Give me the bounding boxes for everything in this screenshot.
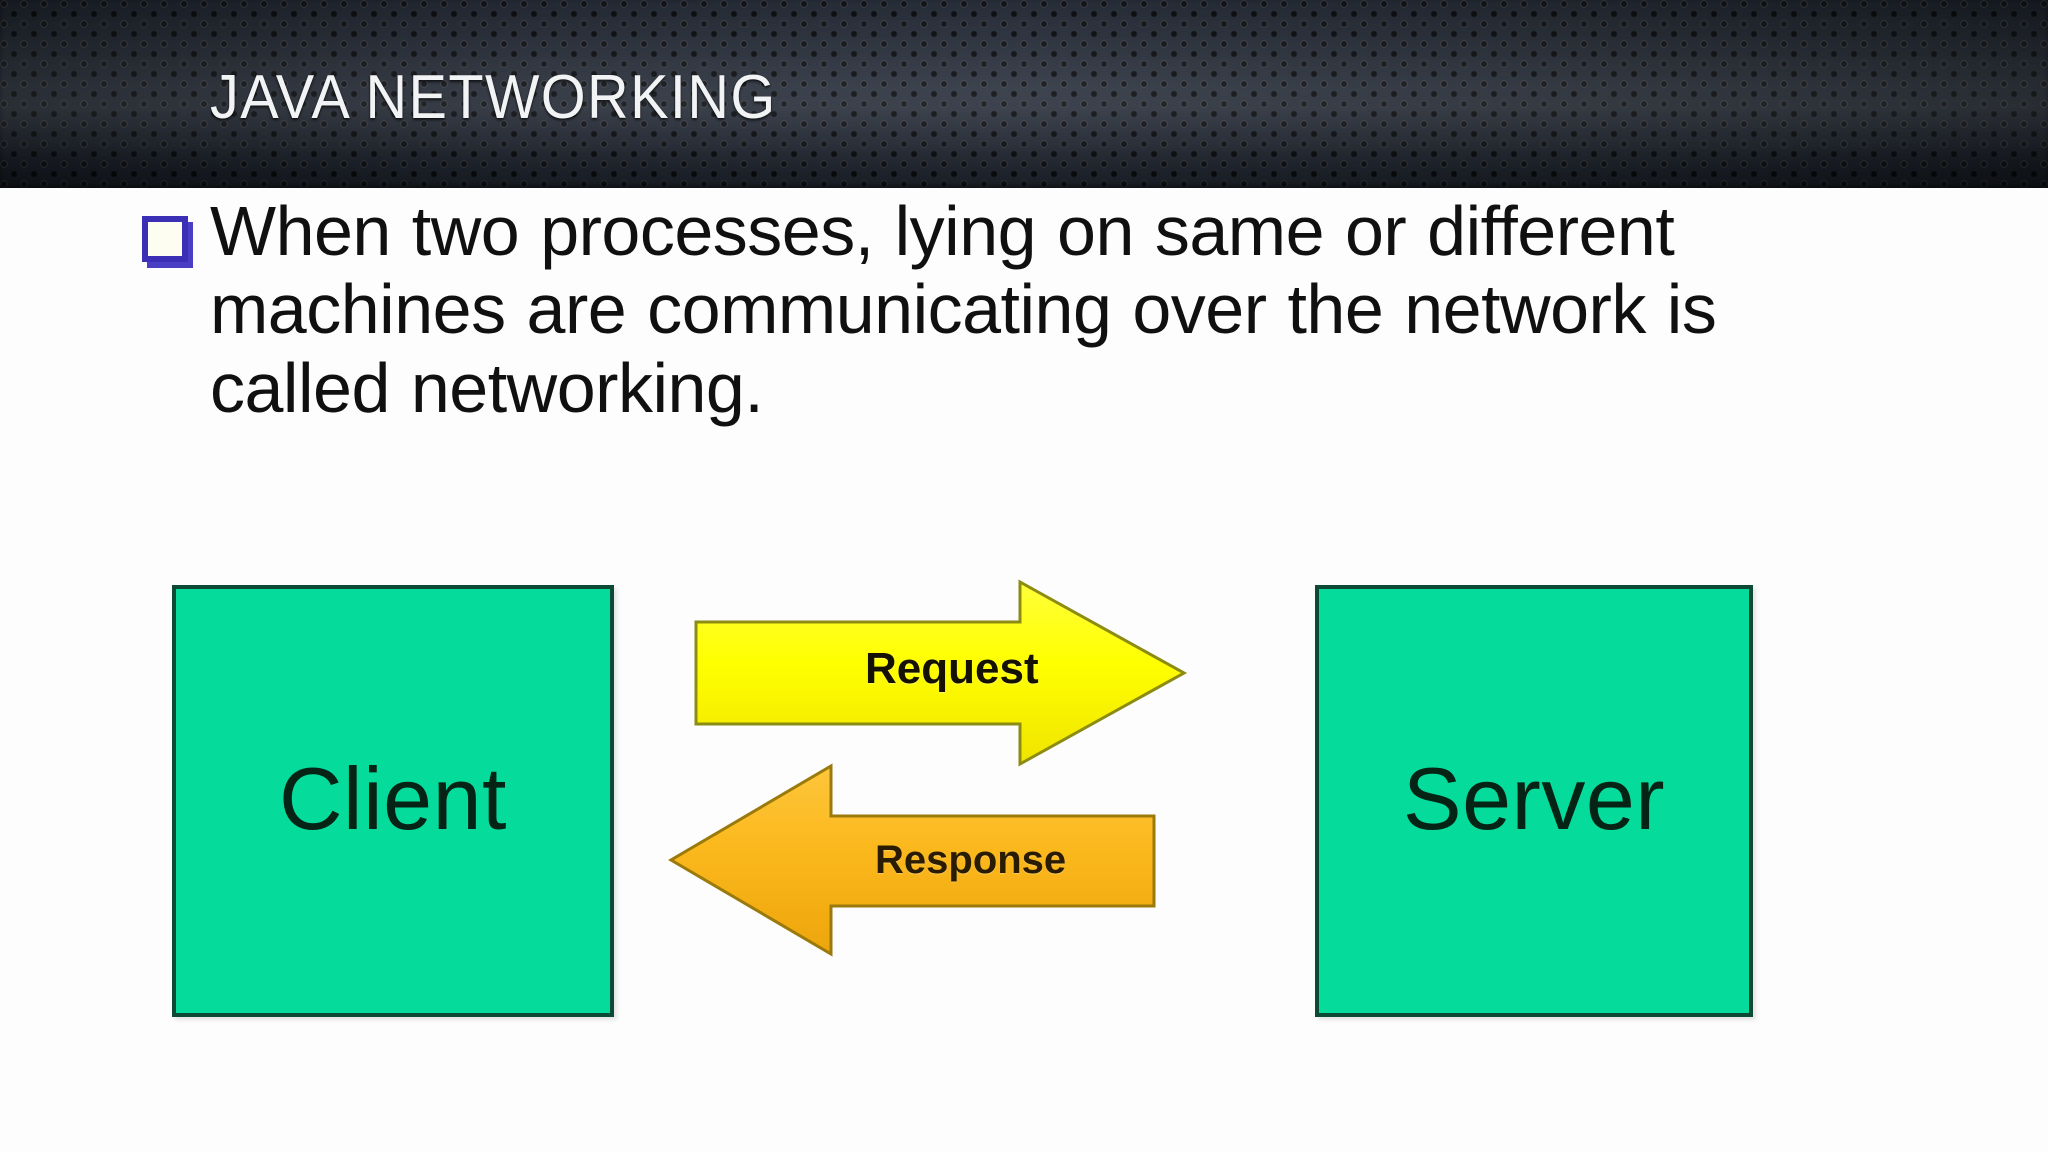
content-body: When two processes, lying on same or dif… xyxy=(132,192,1992,427)
request-arrow-shape xyxy=(694,579,1188,767)
hollow-square-bullet-icon xyxy=(142,216,188,262)
response-arrow-shape xyxy=(668,763,1156,957)
bullet-list-item: When two processes, lying on same or dif… xyxy=(132,192,1992,427)
response-arrow: Response xyxy=(665,760,1160,960)
definition-paragraph: When two processes, lying on same or dif… xyxy=(210,192,1717,427)
page-title: JAVA NETWORKING xyxy=(210,63,777,132)
request-arrow: Request xyxy=(690,578,1190,768)
server-node-label: Server xyxy=(1402,748,1666,848)
slide-header-banner: JAVA NETWORKING xyxy=(0,0,2048,188)
request-arrow-label: Request xyxy=(865,644,1039,693)
client-node-box: Client xyxy=(172,585,614,1017)
client-node-label: Client xyxy=(279,748,507,848)
client-server-diagram: Client Request xyxy=(0,560,2048,1060)
server-node-box: Server xyxy=(1315,585,1753,1017)
response-arrow-label: Response xyxy=(875,838,1067,882)
